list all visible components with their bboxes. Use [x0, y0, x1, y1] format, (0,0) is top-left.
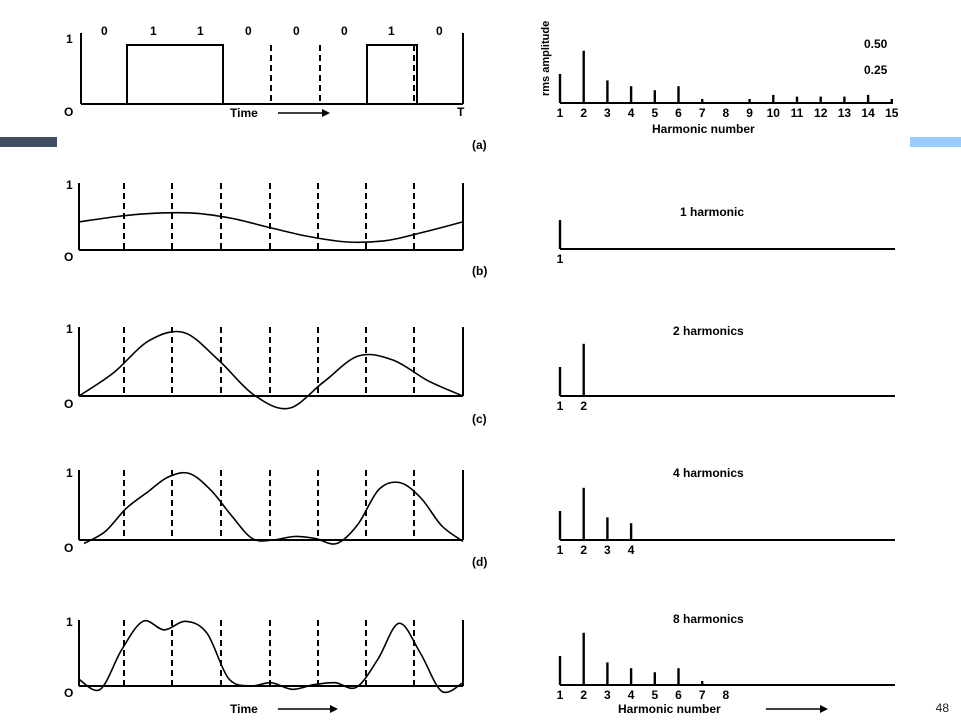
panel-b-y-top-label: 1	[66, 178, 73, 192]
bit-label: 1	[150, 24, 157, 38]
spectrum-e-bars	[558, 632, 704, 685]
spectrum-b-title: 1 harmonic	[680, 205, 744, 219]
waveform-8-harmonics	[78, 619, 464, 694]
square-pulse	[126, 44, 224, 104]
harmonic-tick-label: 2	[580, 543, 587, 557]
spectrum-bars	[558, 50, 893, 103]
harmonic-tick-label: 7	[699, 106, 706, 120]
panel-e-bit-boundaries	[123, 620, 415, 686]
panel-a-y-zero-label: O	[64, 105, 73, 119]
panel-b-bit-boundaries	[123, 183, 415, 250]
harmonic-tick-label: 6	[675, 106, 682, 120]
panel-d: 1 O (d) 4 harmonics 1 2 3 4	[64, 466, 895, 569]
spectrum-e-title: 8 harmonics	[673, 612, 744, 626]
harmonic-tick-label: 12	[814, 106, 828, 120]
spectrum-xlabel: Harmonic number	[652, 122, 755, 136]
spectrum-ylabel: rms amplitude	[540, 21, 552, 96]
left-accent-band	[0, 137, 57, 147]
bit-label: 0	[293, 24, 300, 38]
bit-label: 1	[197, 24, 204, 38]
harmonic-tick-label: 5	[651, 688, 658, 702]
time-arrow-head	[322, 109, 330, 117]
harmonic-tick-label: 4	[628, 688, 635, 702]
harmonic-tick-label: 13	[838, 106, 852, 120]
spectrum-b-ticks: 1	[557, 252, 564, 266]
spectrum-e-xlabel: Harmonic number	[618, 702, 721, 716]
harmonic-tick-label: 1	[557, 543, 564, 557]
harmonic-arrow-head	[820, 705, 828, 713]
panel-a-y-top-label: 1	[66, 32, 73, 46]
panel-e: 1 O Time 8 harmonics 1 2 3 4 5 6 7 8 Harmonic n…	[64, 612, 895, 716]
harmonic-tick-label: 10	[767, 106, 781, 120]
panel-e-y-zero-label: O	[64, 686, 73, 700]
spectrum-c-title: 2 harmonics	[673, 324, 744, 338]
spectrum-level-label: 0.50	[864, 37, 888, 51]
panel-a-waveform: 1 O T 0 1 1 0 0 0 1 0 Time (a)	[64, 24, 487, 152]
bit-label: 0	[101, 24, 108, 38]
harmonic-tick-label: 1	[557, 252, 564, 266]
harmonic-tick-label: 3	[604, 688, 611, 702]
waveform-4-harmonics	[83, 471, 464, 545]
panel-d-y-top-label: 1	[66, 466, 73, 480]
harmonic-tick-label: 3	[604, 543, 611, 557]
time-arrow-head	[330, 705, 338, 713]
panel-c-y-top-label: 1	[66, 322, 73, 336]
harmonic-tick-label: 1	[557, 399, 564, 413]
harmonic-tick-label: 11	[791, 106, 804, 120]
bit-label: 0	[245, 24, 252, 38]
harmonic-tick-label: 3	[604, 106, 611, 120]
harmonic-tick-label: 5	[651, 106, 658, 120]
spectrum-c-bars	[558, 343, 585, 396]
panel-a-time-label: Time	[230, 106, 258, 120]
harmonic-tick-label: 6	[675, 688, 682, 702]
panel-b-caption: (b)	[472, 264, 487, 278]
harmonic-tick-label: 8	[723, 106, 730, 120]
spectrum-d-title: 4 harmonics	[673, 466, 744, 480]
harmonic-tick-label: 1	[557, 688, 564, 702]
harmonic-tick-label: 7	[699, 688, 706, 702]
spectrum-e-ticks: 1 2 3 4 5 6 7 8	[557, 688, 730, 702]
panel-c-y-zero-label: O	[64, 397, 73, 411]
bit-label: 1	[388, 24, 395, 38]
harmonic-tick-label: 15	[885, 106, 899, 120]
square-pulse	[366, 44, 418, 104]
panel-a-x-end-label: T	[457, 105, 465, 119]
waveform-1-harmonic	[78, 211, 464, 244]
harmonic-tick-label: 9	[746, 106, 753, 120]
panel-c-caption: (c)	[472, 412, 487, 426]
panel-a-caption: (a)	[472, 138, 487, 152]
harmonic-tick-label: 14	[861, 106, 875, 120]
panel-b: 1 O (b) 1 harmonic 1	[64, 178, 895, 278]
panel-d-caption: (d)	[472, 555, 487, 569]
harmonic-tick-label: 4	[628, 543, 635, 557]
panel-e-y-top-label: 1	[66, 615, 73, 629]
panel-b-y-zero-label: O	[64, 250, 73, 264]
right-accent-band	[910, 137, 961, 147]
harmonic-tick-label: 2	[580, 688, 587, 702]
harmonic-tick-label: 4	[628, 106, 635, 120]
spectrum-d-bars	[558, 487, 633, 540]
harmonic-tick-label: 8	[723, 688, 730, 702]
spectrum-level-label: 0.25	[864, 63, 888, 77]
spectrum-d-ticks: 1 2 3 4	[557, 543, 635, 557]
panel-d-bit-boundaries	[123, 470, 415, 540]
harmonic-tick-label: 1	[557, 106, 564, 120]
page-number: 48	[935, 701, 949, 715]
harmonic-tick-label: 2	[580, 399, 587, 413]
panel-c-bit-boundaries	[123, 327, 415, 396]
waveform-2-harmonics	[78, 330, 464, 410]
panel-d-y-zero-label: O	[64, 541, 73, 555]
harmonic-tick-label: 2	[580, 106, 587, 120]
panel-e-time-label: Time	[230, 702, 258, 716]
bit-label: 0	[436, 24, 443, 38]
bit-label: 0	[341, 24, 348, 38]
